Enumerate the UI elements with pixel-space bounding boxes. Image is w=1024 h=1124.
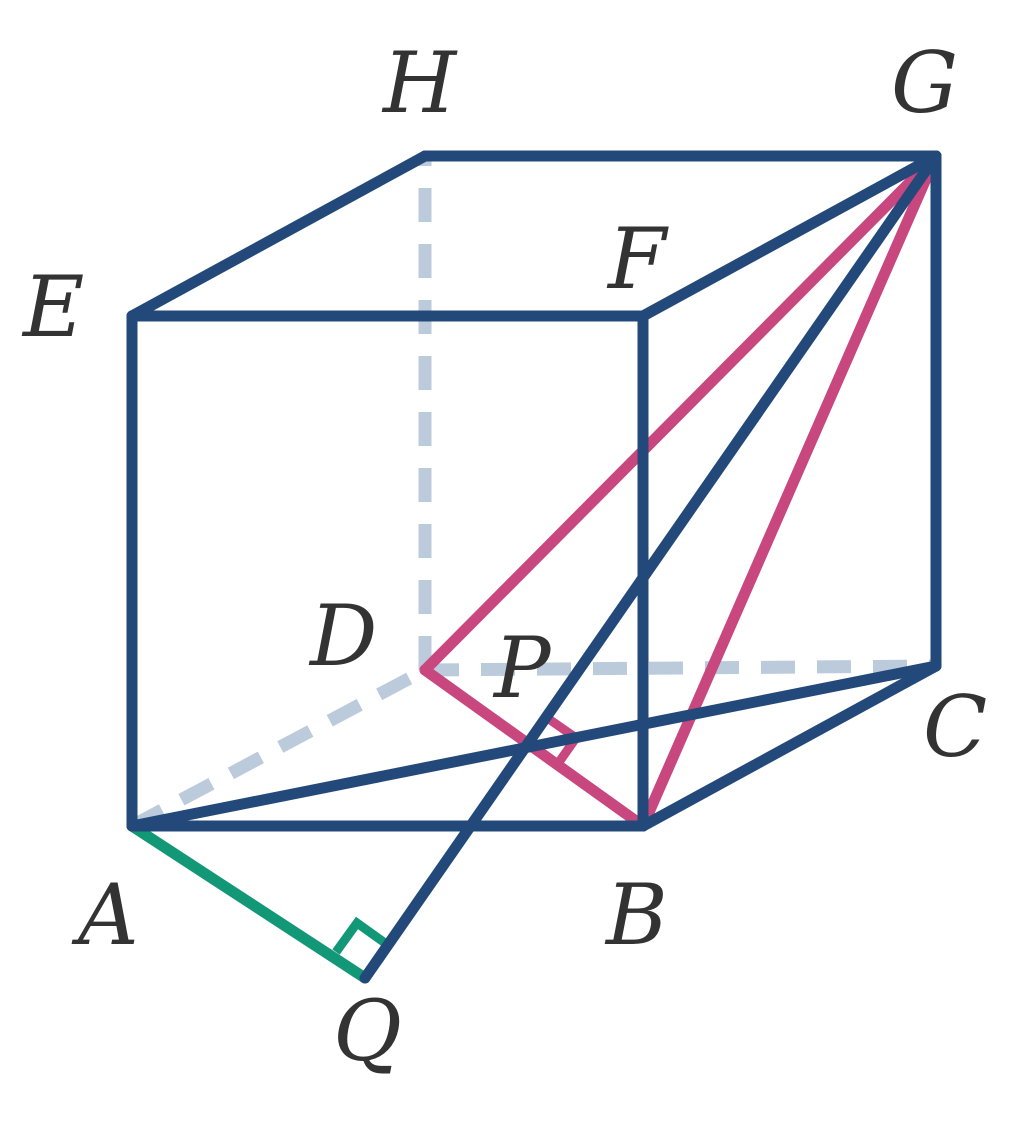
edge-BC (637, 660, 942, 832)
label-H: H (381, 34, 458, 132)
label-F: F (606, 210, 669, 308)
accent-segments (419, 150, 942, 832)
label-Q: Q (333, 982, 402, 1080)
vertex-labels: H G E F D P C A B Q (21, 34, 987, 1080)
label-P: P (492, 619, 552, 717)
label-D: D (308, 587, 377, 685)
label-G: G (891, 34, 958, 132)
visible-edges (126, 150, 942, 984)
edge-FG (637, 150, 942, 322)
segment-QG (359, 150, 942, 984)
segment-AC (126, 660, 942, 832)
segment-DG (419, 150, 942, 676)
label-E: E (21, 258, 84, 356)
label-A: A (71, 866, 139, 964)
segment-BG (637, 150, 942, 832)
edge-AD (128, 664, 429, 832)
label-C: C (923, 678, 987, 776)
hidden-edges (128, 156, 937, 832)
right-angle-mark-Q (332, 916, 388, 955)
edge-DC (424, 659, 937, 677)
segment-AQ (126, 820, 371, 984)
edge-EH (126, 150, 431, 322)
label-B: B (604, 866, 668, 964)
